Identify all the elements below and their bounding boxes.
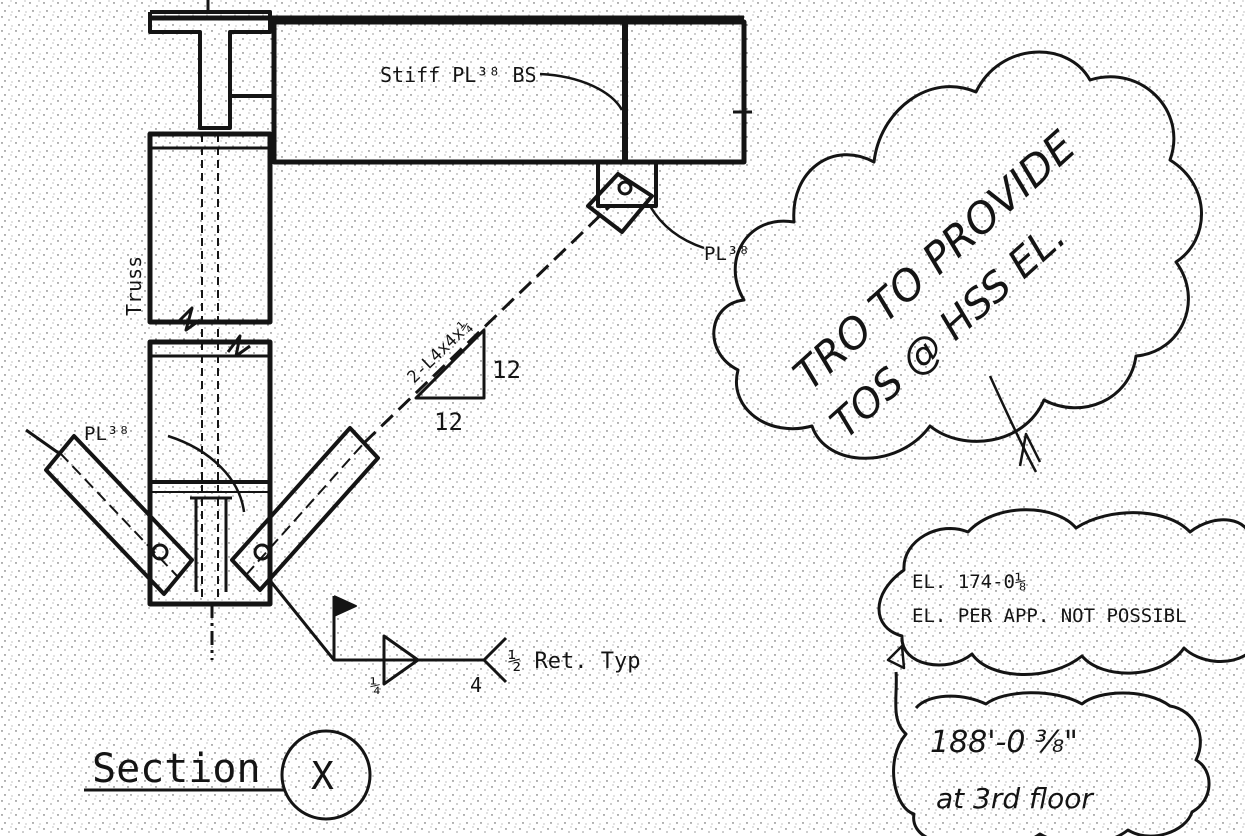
section-title: Section bbox=[92, 746, 261, 792]
stiffener-label: Stiff PL³⁸ BS bbox=[380, 63, 537, 87]
weld-left-label: ¼ bbox=[370, 676, 381, 697]
plate-left-label: PL³⁸ bbox=[84, 423, 130, 445]
plate-left-leader bbox=[167, 434, 246, 513]
top-connection-plate bbox=[596, 160, 658, 208]
slope-rise-label: 12 bbox=[492, 356, 521, 384]
left-brace bbox=[25, 428, 194, 596]
section-mark-letter: X bbox=[311, 754, 334, 798]
weld-right-label: 4 bbox=[470, 673, 482, 697]
right-brace bbox=[230, 172, 654, 592]
revision-cloud-large bbox=[712, 50, 1203, 473]
top-beam bbox=[148, 10, 752, 165]
floor-note-line-2: at 3rd floor bbox=[936, 782, 1094, 815]
weld-note-label: ½ Ret. Typ bbox=[508, 649, 640, 674]
section-mark-graphic bbox=[84, 729, 372, 821]
slope-run-label: 12 bbox=[434, 408, 463, 436]
plate-top-label: PL³⁸ bbox=[704, 243, 750, 265]
floor-note-line-1: 188'-0 ³⁄₈" bbox=[930, 725, 1078, 760]
slope-triangle bbox=[414, 328, 486, 400]
plate-top-leader bbox=[648, 205, 705, 250]
truss-label: Truss bbox=[122, 256, 146, 316]
revision-cloud-medium bbox=[877, 508, 1245, 676]
truss-column bbox=[147, 0, 273, 660]
elevation-note-line-2: EL. PER APP. NOT POSSIBL bbox=[912, 605, 1187, 627]
weld-symbol bbox=[266, 577, 508, 686]
elevation-note-line-1: EL. 174-0⅛ bbox=[912, 571, 1026, 593]
revision-cloud-small bbox=[886, 644, 1211, 836]
stiffener-leader bbox=[539, 72, 624, 111]
